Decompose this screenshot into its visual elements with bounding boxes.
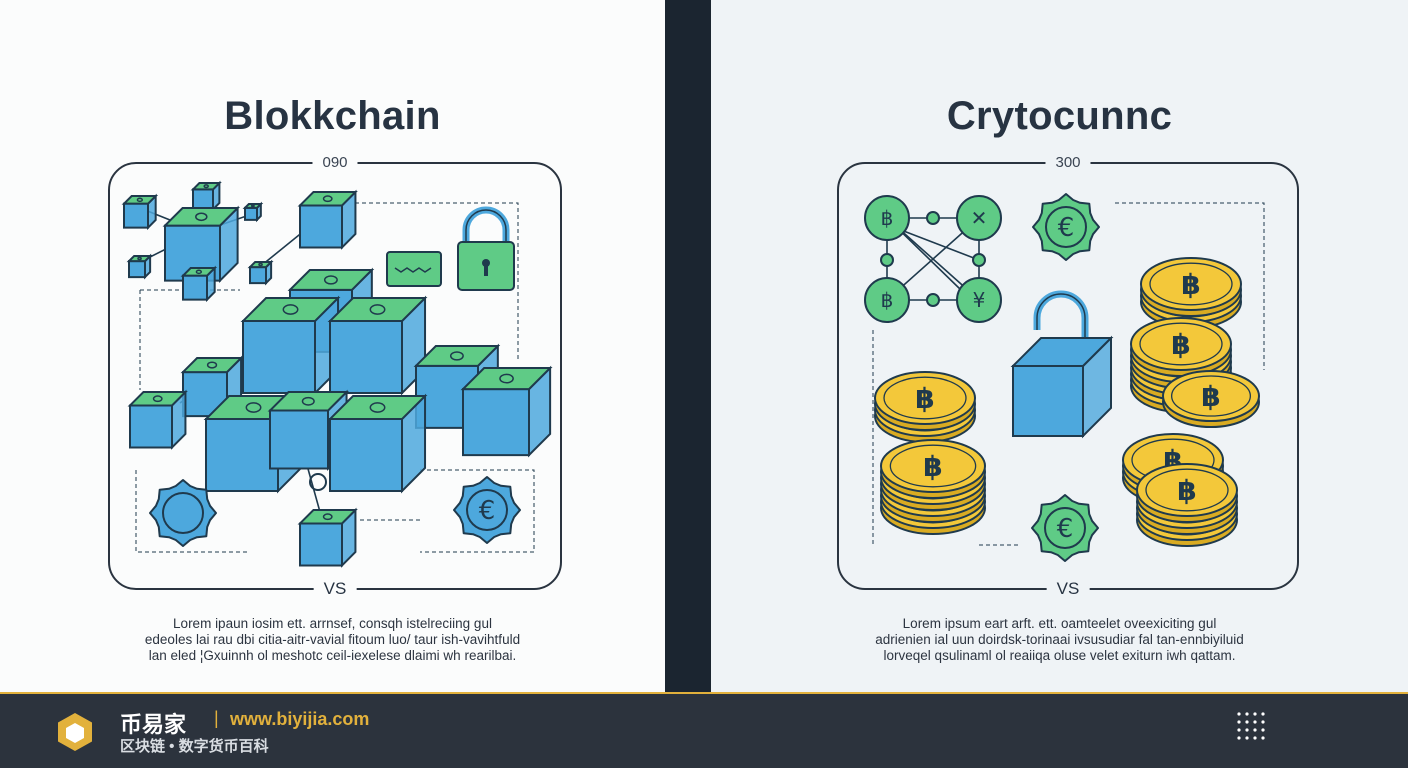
cryptocurrency-description-line-2: adrienien ial uun doirdsk-torinaai ivsus… — [875, 632, 1244, 647]
blockchain-frame: 090 VS — [108, 154, 562, 599]
cube-icon — [240, 295, 341, 396]
gear-icon — [149, 479, 217, 547]
cryptocurrency-frame: 300 VS — [837, 154, 1299, 599]
bitcoin-coin-stacks: ฿฿฿฿฿฿฿ — [874, 257, 1260, 547]
cube-icon — [327, 295, 428, 396]
card-icon — [386, 251, 442, 287]
cube-icon — [180, 265, 218, 303]
network-node — [864, 195, 910, 241]
cryptocurrency-description: Lorem ipsum eart arft. ett. oamteelet ov… — [711, 616, 1408, 664]
site-url-link[interactable]: www.biyijia.com — [230, 709, 370, 729]
network-node — [926, 293, 940, 307]
open-lock-cube-icon — [1033, 290, 1089, 340]
svg-text:¥: ¥ — [973, 288, 986, 312]
svg-text:฿: ฿ — [923, 450, 942, 483]
blockchain-panel: Blokkchain 090 VS — [0, 0, 665, 692]
cryptocurrency-description-line-1: Lorem ipsum eart arft. ett. oamteelet ov… — [902, 616, 1217, 631]
cube-icon — [327, 393, 428, 494]
brand-name: 币易家 — [120, 712, 187, 737]
euro-gear-icon: € — [453, 476, 521, 544]
coin-stack: ฿ — [880, 439, 986, 535]
svg-text:฿: ฿ — [881, 206, 894, 230]
cube-icon — [242, 201, 264, 223]
blockchain-description: Lorem ipaun iosim ett. arrnsef, consqh i… — [0, 616, 665, 664]
network-node — [926, 211, 940, 225]
lock-cube — [1010, 335, 1114, 439]
euro-gear-icon: € — [1032, 193, 1100, 261]
svg-text:€: € — [479, 496, 496, 526]
lock-icon — [457, 206, 515, 291]
svg-text:฿: ฿ — [1201, 380, 1220, 413]
cube-icon — [121, 193, 159, 231]
blockchain-description-line-2: edeoles lai rau dbi citia-aitr-vavial fi… — [144, 632, 521, 647]
cube-icon — [162, 205, 241, 284]
coin-stack: ฿ — [874, 371, 976, 443]
cube-icon — [190, 180, 222, 212]
svg-text:฿: ฿ — [881, 288, 894, 312]
blockchain-description-line-3: lan eled ¦Gxuinnh ol meshotc ceil-iexele… — [148, 648, 517, 663]
cube-icon — [247, 259, 274, 286]
cube-icon — [297, 189, 358, 250]
svg-text:€: € — [1058, 213, 1075, 243]
blockchain-illustration: € — [121, 180, 553, 568]
blockchain-frame-top-label: 090 — [312, 154, 358, 171]
cryptocurrency-title: Crytocunnc — [946, 94, 1173, 138]
grid-dots-icon[interactable] — [1236, 711, 1266, 741]
euro-gear-icon: € — [1031, 494, 1099, 562]
svg-text:฿: ฿ — [1177, 474, 1196, 507]
dashed-guides — [135, 202, 535, 553]
cryptocurrency-panel: Crytocunnc 300 VS ฿✕฿¥ € € ฿฿฿฿฿฿฿ — [711, 0, 1408, 692]
footer-bar: 币易家 | www.biyijia.com 区块链 • 数字货币百科 — [0, 692, 1408, 768]
svg-text:฿: ฿ — [1181, 268, 1200, 301]
coin-stack: ฿ — [1136, 463, 1238, 547]
cube-icon — [126, 253, 153, 280]
blockchain-cubes — [121, 180, 553, 568]
blockchain-title: Blokkchain — [224, 94, 441, 138]
blockchain-vs-label: VS — [313, 579, 357, 599]
network-nodes: ฿ ✕ ฿ ¥ — [864, 195, 1002, 323]
cube-icon — [127, 389, 188, 450]
dashed-guides — [872, 202, 1265, 546]
svg-text:✕: ✕ — [971, 206, 988, 230]
blockchain-description-line-1: Lorem ipaun iosim ett. arrnsef, consqh i… — [173, 616, 492, 631]
coin-stack: ฿ — [1140, 257, 1242, 329]
center-divider — [665, 0, 711, 768]
cryptocurrency-description-line-3: lorveqel qsulinaml ol reaiiqa oluse vele… — [883, 648, 1236, 663]
brand-tagline: 区块链 • 数字货币百科 — [120, 738, 269, 755]
svg-text:฿: ฿ — [915, 382, 934, 415]
cryptocurrency-vs-label: VS — [1046, 579, 1090, 599]
cube-icon — [297, 507, 358, 568]
network-node — [956, 195, 1002, 241]
chain-link-icon — [309, 473, 327, 491]
network-node — [864, 277, 910, 323]
hexagon-logo-icon — [58, 713, 92, 751]
cube-icon — [460, 365, 553, 458]
cryptocurrency-frame-top-label: 300 — [1045, 154, 1091, 171]
svg-text:฿: ฿ — [1171, 328, 1190, 361]
network-node — [972, 253, 986, 267]
svg-text:€: € — [1057, 514, 1074, 544]
network-node — [880, 253, 894, 267]
cryptocurrency-illustration: ฿✕฿¥ € € ฿฿฿฿฿฿฿ — [864, 193, 1265, 562]
brand-separator: | — [214, 708, 219, 728]
network-node — [956, 277, 1002, 323]
